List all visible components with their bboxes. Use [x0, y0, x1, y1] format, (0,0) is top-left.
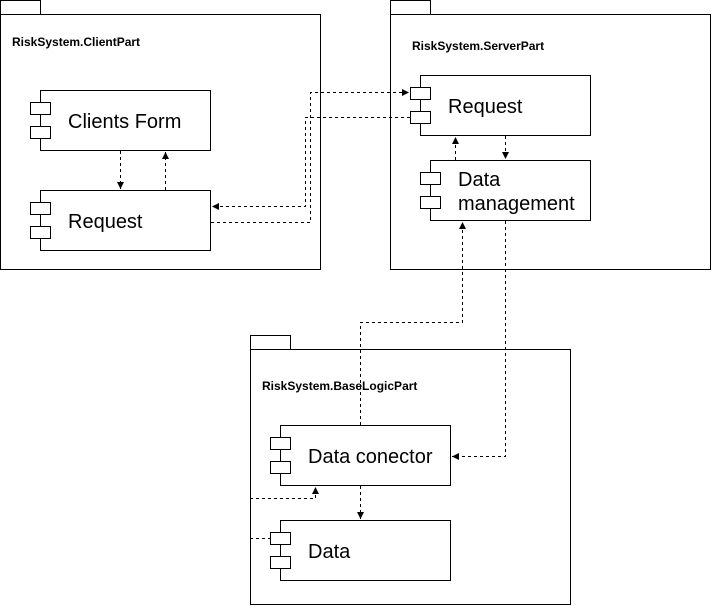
component-data-management: Data management [420, 160, 591, 221]
package-title: RiskSystem.BaseLogicPart [262, 379, 417, 393]
component-body [430, 160, 591, 221]
dependency-arrow-data-to-conector [250, 487, 319, 539]
component-label-line1: Data [458, 169, 501, 191]
component-label: Request [448, 96, 523, 118]
package-tab [0, 0, 41, 15]
component-port-icon [410, 87, 431, 100]
component-clients-form: Clients Form [30, 90, 211, 151]
component-port-icon [270, 556, 291, 569]
component-port-icon [30, 202, 51, 215]
component-label: Data [308, 541, 351, 563]
component-body [280, 425, 451, 486]
component-data-conector: Data conector [270, 425, 451, 486]
component-port-icon [30, 126, 51, 139]
component-body [280, 520, 451, 581]
package-title: RiskSystem.ServerPart [412, 39, 544, 53]
component-port-icon [270, 461, 291, 474]
package-tab [390, 0, 431, 15]
component-label: Clients Form [68, 111, 181, 133]
component-server-request: Request [410, 75, 591, 136]
component-port-icon [30, 102, 51, 115]
component-port-icon [420, 196, 441, 209]
component-label-line2: management [458, 193, 575, 215]
package-server-part: RiskSystem.ServerPart [390, 0, 711, 270]
component-body [420, 75, 591, 136]
component-body [40, 90, 211, 151]
component-data: Data [270, 520, 451, 581]
component-body [40, 190, 211, 251]
component-port-icon [30, 226, 51, 239]
package-tab [250, 335, 291, 350]
component-label: Request [68, 211, 143, 233]
component-port-icon [270, 437, 291, 450]
package-title: RiskSystem.ClientPart [12, 35, 140, 49]
package-body [390, 14, 711, 270]
component-port-icon [410, 111, 431, 124]
component-client-request: Request [30, 190, 211, 251]
dependency-arrow-server-to-client-request [212, 117, 410, 210]
dependencies [117, 89, 509, 539]
component-port-icon [420, 172, 441, 185]
component-label: Data conector [308, 446, 433, 468]
dependency-arrow-management-to-conector [452, 221, 506, 460]
dependency-arrow-conector-to-management [360, 222, 466, 425]
component-port-icon [270, 532, 291, 545]
dependency-arrow-client-to-server-request [211, 89, 409, 223]
